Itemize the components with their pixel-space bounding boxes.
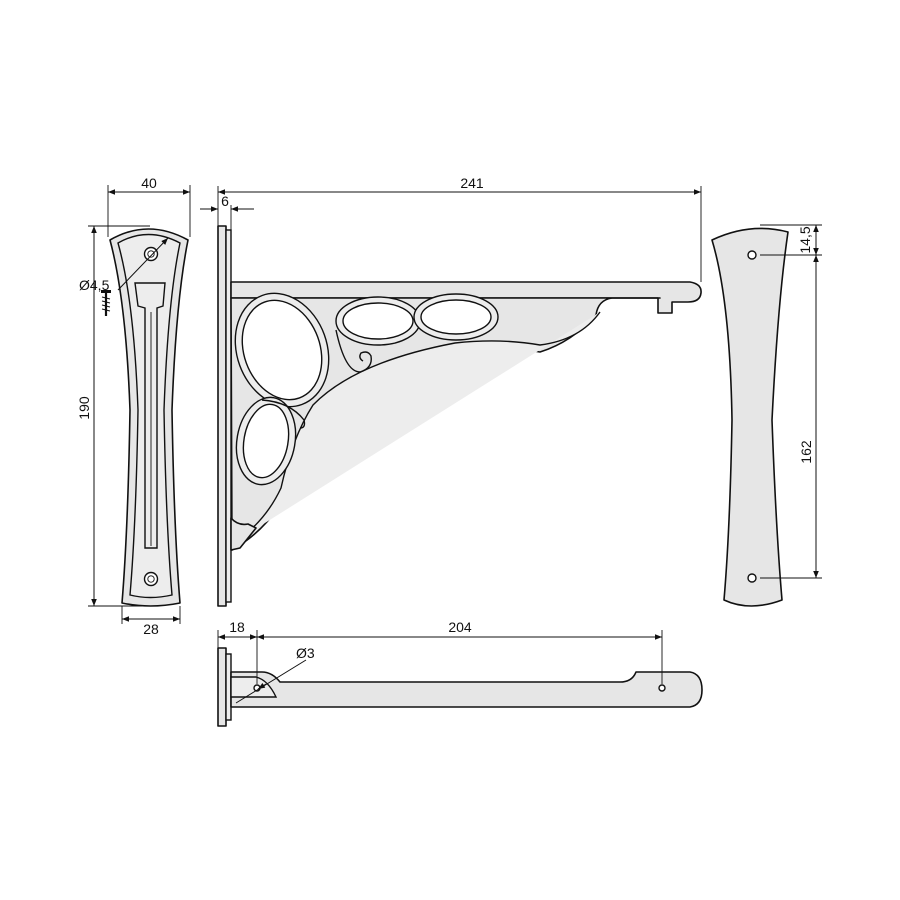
back-view-outline — [711, 227, 789, 607]
side-view-wall-plate — [217, 225, 227, 607]
back-view-top-hole — [747, 250, 757, 260]
side-view-small-scroll — [261, 399, 306, 429]
front-view: Ø4,5 40 190 28 — [76, 175, 191, 637]
top-view-arm — [230, 671, 703, 708]
side-view-large-oval-hole — [241, 299, 323, 401]
front-view-top-hole — [143, 246, 159, 262]
front-hole-leader — [117, 237, 169, 291]
side-view-bracket-inner-curve — [237, 311, 601, 541]
front-bottom-width-label: 28 — [143, 621, 159, 637]
side-view-lower-oval-hole — [242, 403, 290, 479]
side-view: 241 6 — [200, 175, 702, 607]
front-view-bottom-hole — [143, 571, 159, 587]
front-height-label: 190 — [76, 396, 92, 420]
side-view-bottom-foot — [230, 517, 257, 551]
side-view-scroll — [335, 329, 372, 373]
back-top-offset-label: 14,5 — [797, 226, 813, 253]
top-plate-depth-label: 18 — [229, 619, 245, 635]
back-hole-spacing-label: 162 — [798, 440, 814, 464]
top-arm-length-label: 204 — [448, 619, 472, 635]
front-view-top-hole-inner — [147, 250, 155, 258]
side-view-right-oval-hole — [420, 299, 492, 335]
back-view: 14,5 162 — [711, 224, 822, 607]
front-width-label: 40 — [141, 175, 157, 191]
side-length-label: 241 — [460, 175, 484, 191]
top-hole-leader — [235, 659, 307, 704]
side-view-mid-oval-hole — [342, 302, 414, 340]
screw-icon — [101, 290, 111, 316]
front-view-bottom-hole-inner — [147, 575, 155, 583]
top-view-wall-plate — [217, 647, 227, 727]
front-view-slot — [134, 282, 166, 549]
plate-thickness-label: 6 — [221, 193, 229, 209]
back-view-bottom-hole — [747, 573, 757, 583]
top-hole-diameter-label: Ø3 — [296, 645, 315, 661]
top-view: 18 204 Ø3 — [217, 619, 703, 727]
top-view-right-hole — [658, 684, 666, 692]
